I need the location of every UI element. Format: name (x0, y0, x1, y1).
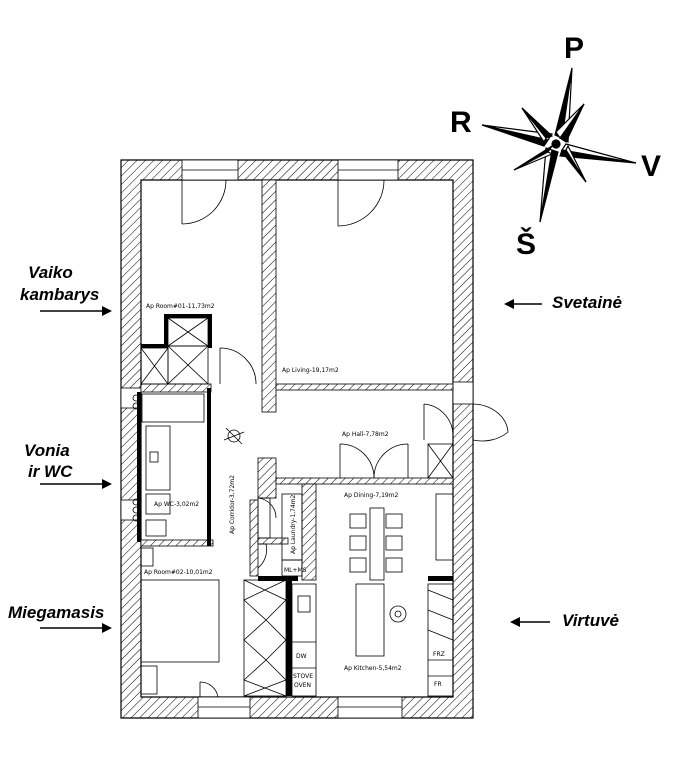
oven-label: OVEN (294, 682, 311, 689)
svetaine-label: Svetainė (552, 293, 622, 312)
corridor-label: Ap Corridor-3,72m2 (229, 475, 236, 534)
doors (181, 179, 509, 698)
hall-closet (427, 443, 454, 479)
kitchen-fixtures (291, 583, 454, 697)
room-labels: Ap Room#01-11,73m2 Ap Living-19,17m2 Ap … (144, 303, 402, 672)
wc-fixtures (132, 393, 205, 537)
dining-label: Ap Dining-7,19m2 (344, 492, 399, 499)
kitchen-label: Ap Kitchen-5,54m2 (344, 665, 402, 672)
compass-south-label: Š (516, 227, 536, 261)
dw-label: DW (296, 653, 307, 660)
compass-rose (481, 67, 637, 223)
solid-walls (137, 314, 453, 696)
room2-label: Ap Room#02-10,01m2 (144, 569, 213, 576)
wc-label: Ap WC-3,02m2 (154, 501, 199, 508)
frz-label: FRZ (433, 651, 445, 658)
fr-label: FR (434, 681, 442, 688)
living-label: Ap Living-19,17m2 (282, 367, 339, 374)
miegamasis-label: Miegamasis (8, 603, 105, 622)
outer-walls (120, 159, 474, 719)
compass-west-label: R (450, 106, 472, 139)
dining-set (349, 493, 454, 581)
laundry-label: Ap Laundry-1,74m2 (290, 494, 297, 554)
vaiko-label-line1: Vaiko (28, 263, 73, 282)
appliance-labels: ML+MS DW STOVE OVEN FRZ FR (284, 567, 445, 689)
stove-label: STOVE (293, 673, 313, 680)
vaiko-label-line2: kambarys (20, 285, 100, 304)
ml-ms-label: ML+MS (284, 567, 307, 574)
interior-walls (140, 179, 454, 581)
arrows (40, 299, 550, 633)
corridor-figure (223, 427, 245, 445)
laundry-closet (257, 493, 303, 577)
hall-label: Ap Hall-7,78m2 (342, 431, 389, 438)
windows (120, 159, 474, 719)
vonia-label-line2: ir WC (28, 462, 73, 481)
compass-east-label: V (641, 150, 661, 183)
room1-label: Ap Room#01-11,73m2 (146, 303, 215, 310)
vonia-label-line1: Vonia (24, 441, 70, 460)
virtuve-label: Virtuvė (562, 611, 620, 630)
room1-closet (140, 317, 209, 385)
room2-furniture (140, 547, 287, 697)
compass-north-label: P (564, 32, 584, 65)
